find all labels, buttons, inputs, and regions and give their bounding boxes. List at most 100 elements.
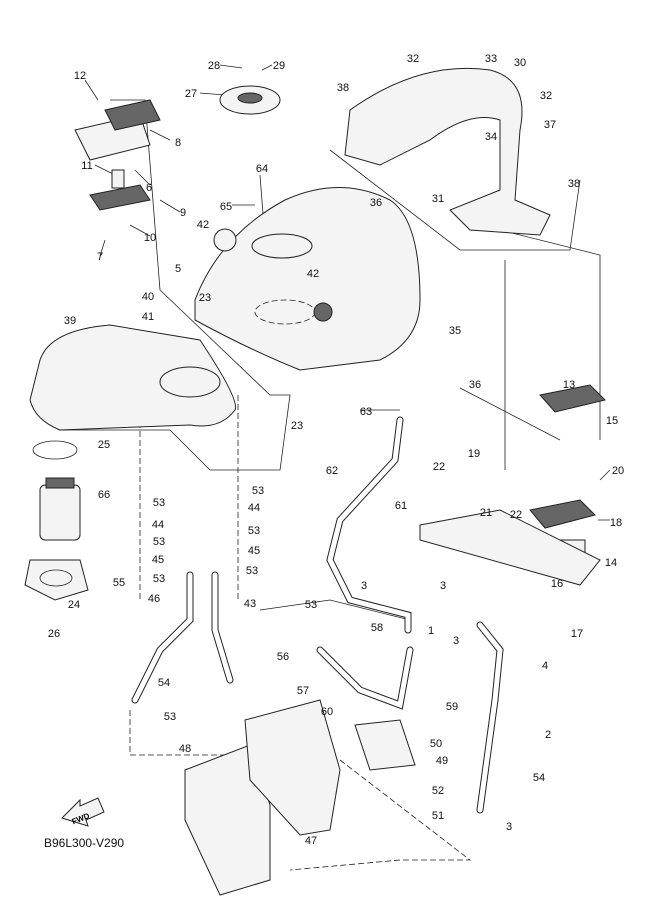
callout-42: 42 xyxy=(307,268,319,280)
callout-16: 16 xyxy=(551,578,563,590)
callout-14: 14 xyxy=(605,557,617,569)
callout-17: 17 xyxy=(571,628,583,640)
damper-8 xyxy=(104,99,161,131)
callout-25: 25 xyxy=(98,439,110,451)
callout-13: 13 xyxy=(563,379,575,391)
callout-18: 18 xyxy=(610,517,622,529)
callout-43: 43 xyxy=(244,598,256,610)
callout-3: 3 xyxy=(440,580,446,592)
plate-hole xyxy=(39,569,73,587)
callout-37: 37 xyxy=(544,119,556,131)
callout-7: 7 xyxy=(97,251,103,263)
damper-9 xyxy=(89,184,151,211)
callout-41: 41 xyxy=(142,311,154,323)
callout-34: 34 xyxy=(485,131,497,143)
fwd-arrow-icon: FWD xyxy=(61,797,105,827)
callout-52: 52 xyxy=(432,785,444,797)
callout-54: 54 xyxy=(158,677,170,689)
callout-22: 22 xyxy=(433,461,445,473)
callout-65: 65 xyxy=(220,201,232,213)
callout-53: 53 xyxy=(153,573,165,585)
callout-45: 45 xyxy=(152,554,164,566)
callout-36: 36 xyxy=(370,197,382,209)
callout-62: 62 xyxy=(326,465,338,477)
callout-49: 49 xyxy=(436,755,448,767)
callout-66: 66 xyxy=(98,489,110,501)
callout-20: 20 xyxy=(612,465,624,477)
callout-28: 28 xyxy=(208,60,220,72)
callout-23: 23 xyxy=(199,292,211,304)
callout-45: 45 xyxy=(248,545,260,557)
callout-6: 6 xyxy=(146,182,152,194)
fuel-pump-plate xyxy=(24,559,89,601)
damper-13 xyxy=(539,384,606,413)
rod-19 xyxy=(459,387,561,441)
fuel-pump xyxy=(39,484,81,541)
filler-opening xyxy=(251,233,313,259)
callout-47: 47 xyxy=(305,835,317,847)
callout-42: 42 xyxy=(197,219,209,231)
callout-23: 23 xyxy=(291,420,303,432)
gasket-25 xyxy=(32,440,78,460)
callout-60: 60 xyxy=(321,706,333,718)
callout-22: 22 xyxy=(510,509,522,521)
callout-50: 50 xyxy=(430,738,442,750)
callout-54: 54 xyxy=(533,772,545,784)
callout-48: 48 xyxy=(179,743,191,755)
callout-11: 11 xyxy=(81,160,92,172)
callout-10: 10 xyxy=(144,232,156,244)
callout-33: 33 xyxy=(485,53,497,65)
callout-53: 53 xyxy=(252,485,264,497)
callout-3: 3 xyxy=(453,635,459,647)
callout-58: 58 xyxy=(371,622,383,634)
callout-57: 57 xyxy=(297,685,309,697)
callout-21: 21 xyxy=(480,507,492,519)
callout-56: 56 xyxy=(277,651,289,663)
callout-15: 15 xyxy=(606,415,618,427)
callout-53: 53 xyxy=(305,599,317,611)
callout-53: 53 xyxy=(164,711,176,723)
callout-30: 30 xyxy=(514,57,526,69)
callout-46: 46 xyxy=(148,593,160,605)
filler-cap-center xyxy=(237,92,263,104)
callout-35: 35 xyxy=(449,325,461,337)
callout-12: 12 xyxy=(74,70,86,82)
callout-38: 38 xyxy=(568,178,580,190)
bracket-49 xyxy=(354,719,416,771)
collar-11 xyxy=(111,169,125,189)
callout-29: 29 xyxy=(273,60,285,72)
grommet-42 xyxy=(313,302,333,322)
bracket-21 xyxy=(419,509,601,586)
callout-8: 8 xyxy=(175,137,181,149)
callout-53: 53 xyxy=(153,536,165,548)
callout-59: 59 xyxy=(446,701,458,713)
callout-5: 5 xyxy=(175,263,181,275)
fuel-pump-top xyxy=(45,477,75,489)
callout-44: 44 xyxy=(152,519,164,531)
callout-3: 3 xyxy=(506,821,512,833)
callout-32: 32 xyxy=(407,53,419,65)
diagram-code: B96L300-V290 xyxy=(44,836,125,850)
callout-51: 51 xyxy=(432,810,444,822)
callout-61: 61 xyxy=(395,500,407,512)
callout-32: 32 xyxy=(540,90,552,102)
callout-26: 26 xyxy=(48,628,60,640)
callout-19: 19 xyxy=(468,448,480,460)
damper-14 xyxy=(529,499,596,529)
callout-31: 31 xyxy=(432,193,444,205)
callout-53: 53 xyxy=(246,565,258,577)
callout-53: 53 xyxy=(248,525,260,537)
callout-27: 27 xyxy=(185,88,197,100)
callout-1: 1 xyxy=(428,625,434,637)
callout-3: 3 xyxy=(361,580,367,592)
callout-2: 2 xyxy=(545,729,551,741)
callout-38: 38 xyxy=(337,82,349,94)
fuel-pump-seat xyxy=(159,366,221,398)
callout-64: 64 xyxy=(256,163,268,175)
canister-47 xyxy=(244,699,341,836)
hoses xyxy=(131,416,504,814)
cap-42 xyxy=(213,228,237,252)
callout-63: 63 xyxy=(360,406,372,418)
